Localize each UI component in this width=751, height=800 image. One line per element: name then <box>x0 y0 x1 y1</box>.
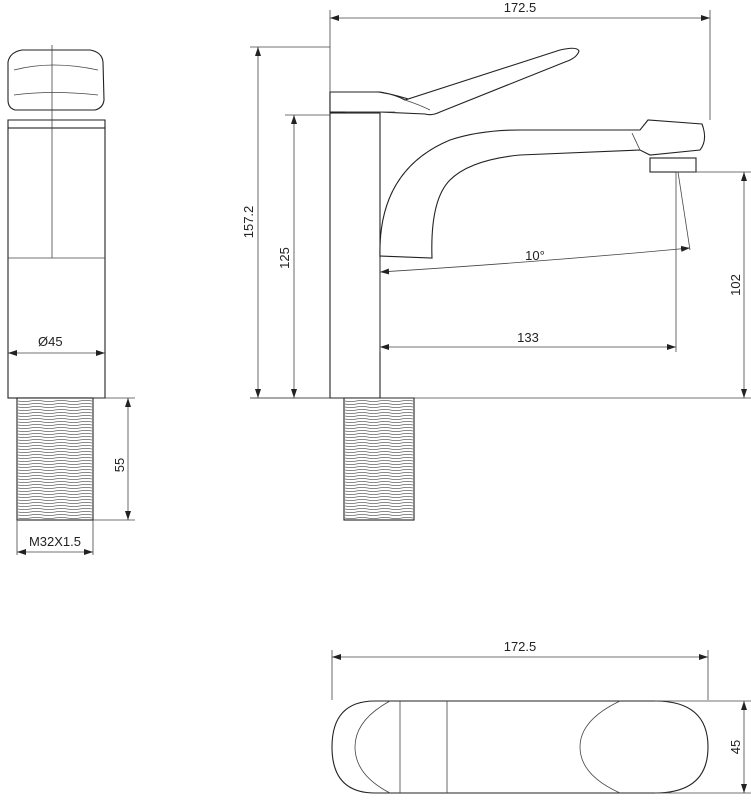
thread-length-dimension: 55 <box>93 397 135 521</box>
front-view <box>7 45 106 521</box>
diameter-label: Ø45 <box>38 334 63 349</box>
angle-dimension: 10° <box>379 171 691 275</box>
thread-pattern-side <box>344 400 414 519</box>
plan-width-dimension: 172.5 <box>331 639 709 700</box>
spout-height-dimension: 102 <box>676 171 751 398</box>
angle-label: 10° <box>525 248 545 263</box>
diameter-dimension: Ø45 <box>8 334 105 356</box>
thread-pattern <box>17 400 93 519</box>
body-height-label: 125 <box>277 247 292 269</box>
thread-spec-dimension: M32X1.5 <box>16 520 94 555</box>
top-width-label: 172.5 <box>504 0 537 15</box>
spout-reach-label: 133 <box>517 330 539 345</box>
total-height-label: 157.2 <box>241 206 256 239</box>
plan-width-label: 172.5 <box>504 639 537 654</box>
total-height-dimension: 157.2 <box>241 46 330 399</box>
plan-depth-label: 45 <box>728 740 743 754</box>
plan-depth-dimension: 45 <box>655 700 751 794</box>
side-view <box>329 47 706 521</box>
top-view <box>331 700 709 794</box>
thread-length-label: 55 <box>112 458 127 472</box>
thread-spec-label: M32X1.5 <box>29 534 81 549</box>
spout-height-label: 102 <box>728 274 743 296</box>
body-height-dimension: 125 <box>277 114 330 398</box>
spout-reach-dimension: 133 <box>379 172 677 352</box>
top-width-dimension: 172.5 <box>329 0 711 120</box>
